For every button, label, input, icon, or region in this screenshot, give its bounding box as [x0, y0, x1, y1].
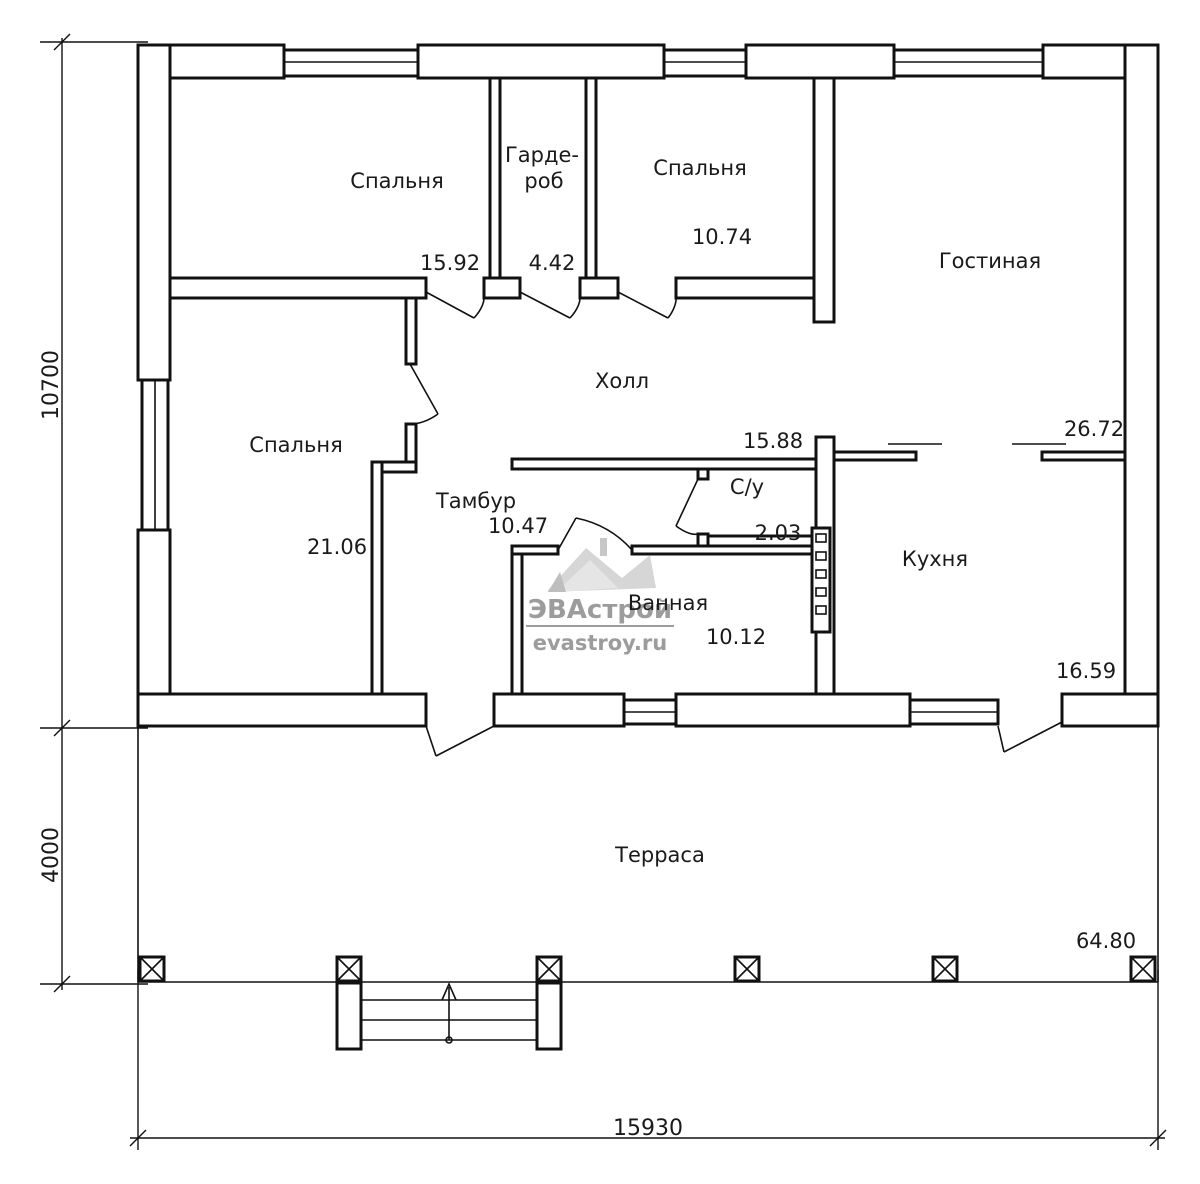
post-2 — [335, 955, 363, 983]
room-name-kitchen: Кухня — [902, 547, 968, 571]
room-name-bedroom-top-mid: Спальня — [653, 156, 746, 180]
house-logo-icon — [548, 538, 656, 592]
room-area-vestibule: 10.47 — [488, 514, 548, 538]
post-1 — [138, 955, 166, 983]
post-4 — [733, 955, 761, 983]
room-area-bedroom-top-mid: 10.74 — [692, 225, 752, 249]
entrance-stairs — [335, 981, 563, 1051]
room-area-bedroom-left: 21.06 — [307, 535, 367, 559]
room-name-terrace: Терраса — [614, 843, 705, 867]
watermark-site: evastroy.ru — [533, 631, 667, 655]
room-name-hall: Холл — [595, 369, 649, 393]
room-area-wc: 2.03 — [755, 521, 802, 545]
dimension-lines — [40, 33, 1167, 1150]
room-area-wardrobe: 4.42 — [529, 251, 576, 275]
doors — [409, 291, 1063, 757]
room-area-kitchen: 16.59 — [1056, 659, 1116, 683]
terrace-area — [137, 726, 1159, 983]
post-3 — [535, 955, 563, 983]
ventilation-ducts — [810, 526, 832, 634]
room-area-bathroom: 10.12 — [706, 625, 766, 649]
room-area-hall: 15.88 — [743, 429, 803, 453]
watermark-brand: ЭВАстрой — [528, 595, 672, 625]
room-area-terrace: 64.80 — [1076, 929, 1136, 953]
post-5 — [931, 955, 959, 983]
room-area-bedroom-top-left: 15.92 — [420, 251, 480, 275]
room-name-wc: С/у — [730, 475, 764, 499]
room-name-wardrobe-2: роб — [524, 169, 563, 193]
room-name-bedroom-top-left: Спальня — [350, 169, 443, 193]
room-name-living: Гостиная — [939, 249, 1041, 273]
room-name-bathroom: Ванная — [628, 591, 708, 615]
outer-walls — [136, 43, 1160, 728]
dimension-height-terrace: 4000 — [39, 827, 64, 883]
post-6 — [1129, 955, 1157, 983]
dimension-width-total: 15930 — [613, 1116, 683, 1141]
dimension-height-house: 10700 — [39, 350, 64, 420]
room-area-living: 26.72 — [1064, 417, 1124, 441]
room-labels: Спальня 15.92 Гарде- роб 4.42 Спальня 10… — [249, 143, 1136, 953]
room-name-vestibule: Тамбур — [435, 489, 516, 513]
room-name-bedroom-left: Спальня — [249, 433, 342, 457]
room-name-wardrobe-1: Гарде- — [505, 143, 579, 167]
inner-walls — [168, 76, 1127, 696]
watermark: ЭВАстрой evastroy.ru — [526, 538, 674, 655]
terrace-posts — [138, 955, 1157, 983]
